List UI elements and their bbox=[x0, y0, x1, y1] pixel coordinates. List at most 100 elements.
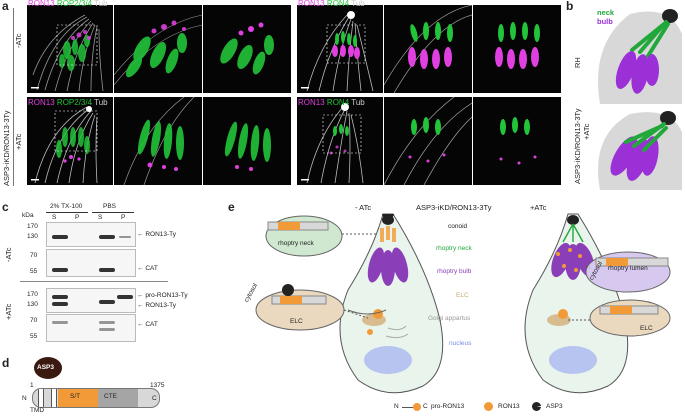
band bbox=[52, 235, 68, 239]
d-n: N bbox=[22, 395, 27, 402]
legend-pro-icon bbox=[402, 407, 416, 408]
channel-labels-right-top: RON13 RON4 Tub bbox=[298, 0, 365, 8]
e-nucleus: nucleus bbox=[449, 340, 472, 347]
c-mw-130b: 130 bbox=[27, 301, 38, 308]
d-end: 1375 bbox=[150, 382, 165, 389]
legend-asp3-label: ASP3 bbox=[546, 403, 563, 410]
micro-a-left-minus-zoom1 bbox=[114, 5, 202, 93]
band bbox=[52, 268, 68, 272]
e-bulb: rhoptry bulb bbox=[437, 268, 472, 275]
channel-tub: Tub bbox=[351, 0, 365, 8]
channel-labels-left-top: RON13 ROP2/3/4 Tub bbox=[28, 0, 108, 8]
c-kda: kDa bbox=[22, 212, 34, 219]
panel-d-letter: d bbox=[2, 356, 10, 370]
band bbox=[99, 328, 115, 331]
d-c: C bbox=[152, 395, 157, 402]
d-st-region bbox=[58, 389, 98, 407]
c-mw-130a: 130 bbox=[27, 233, 38, 240]
band bbox=[52, 295, 68, 299]
c-pbs-header: PBS bbox=[103, 203, 117, 210]
band bbox=[99, 268, 115, 272]
panel-b-letter: b bbox=[566, 0, 574, 13]
d-cte-label: CTE bbox=[104, 393, 117, 400]
micro-a-right-plus-zoom2 bbox=[473, 97, 561, 185]
c-ann-ron13b-text: RON13-Ty bbox=[145, 302, 177, 309]
channel-ron13: RON13 bbox=[28, 0, 55, 8]
panel-e-letter: e bbox=[228, 200, 235, 214]
e-neck: rhoptry neck bbox=[436, 245, 472, 252]
c-mw-170b: 170 bbox=[27, 291, 38, 298]
c-ann-cat2: ← CAT bbox=[137, 321, 158, 328]
band bbox=[99, 235, 115, 239]
d-st-label: S/T bbox=[70, 393, 81, 400]
c-ann-pro-text: pro-RON13-Ty bbox=[145, 292, 188, 299]
e-golgi: Golgi appartus bbox=[428, 315, 471, 322]
c-pbs-rule bbox=[92, 212, 134, 213]
c-ann-ron13: ← RON13-Ty bbox=[137, 231, 177, 238]
c-lane-s1: S bbox=[52, 214, 57, 221]
e-inset-lumen: rhoptry lumen bbox=[608, 265, 648, 272]
micro-a-left-minus-zoom2 bbox=[203, 5, 291, 93]
panel-c-letter: c bbox=[2, 200, 9, 214]
channel-ron13: RON13 bbox=[298, 98, 325, 107]
c-ann-ron13-text: RON13-Ty bbox=[145, 231, 177, 238]
b-rendering-rh bbox=[598, 9, 682, 104]
e-inset-neck: rhoptry neck bbox=[278, 240, 314, 247]
b-label-strain: ASP3-iKD/RON13-3Ty bbox=[573, 108, 582, 184]
c-mw-55b: 55 bbox=[30, 333, 38, 340]
legend-pro-dot bbox=[413, 403, 421, 411]
micro-a-right-minus-zoom2 bbox=[473, 5, 561, 93]
c-lane-s2: S bbox=[98, 214, 103, 221]
c-tx-rule bbox=[46, 212, 88, 213]
e-inset-elc: ELC bbox=[290, 318, 303, 325]
c-mw-70a: 70 bbox=[30, 252, 38, 259]
asp3-label: ASP3 bbox=[37, 364, 54, 371]
band bbox=[119, 236, 131, 238]
c-ann-cat-text: CAT bbox=[145, 265, 158, 272]
e-title: ASP3-iKD/RON13-3Ty bbox=[416, 203, 492, 212]
channel-labels-left-bottom: RON13 ROP2/3/4 Tub bbox=[28, 98, 108, 107]
micro-a-right-minus-zoom1 bbox=[384, 5, 472, 93]
micro-a-left-minus-main bbox=[27, 5, 113, 93]
c-ann-cat2-text: CAT bbox=[145, 321, 158, 328]
band bbox=[117, 295, 133, 299]
d-protein-bar bbox=[32, 388, 160, 408]
legend-pro-label: pro-RON13 bbox=[431, 403, 465, 410]
row-label-minus-atc: -ATc bbox=[14, 33, 23, 48]
channel-labels-right-bottom: RON13 RON4 Tub bbox=[298, 98, 365, 107]
channel-tub: Tub bbox=[94, 98, 108, 107]
c-ann-pro: ← pro-RON13-Ty bbox=[137, 292, 188, 299]
c-lane-p1: P bbox=[75, 214, 80, 221]
band bbox=[99, 300, 115, 304]
blot-ron13-plus bbox=[46, 288, 136, 313]
row-label-plus-atc: +ATc bbox=[14, 133, 23, 150]
e-inset-elc2: ELC bbox=[640, 325, 653, 332]
band bbox=[99, 321, 115, 324]
micro-a-right-minus-main bbox=[297, 5, 383, 93]
channel-rop: ROP2/3/4 bbox=[56, 98, 93, 107]
micro-a-left-plus-main bbox=[27, 97, 113, 185]
legend-n: N bbox=[394, 403, 399, 410]
channel-ron4: RON4 bbox=[326, 0, 350, 8]
d-tmd-box bbox=[38, 389, 44, 407]
c-ann-cat: ← CAT bbox=[137, 265, 158, 272]
e-conoid: conoid bbox=[448, 223, 468, 230]
c-tx-header: 2% TX-100 bbox=[50, 203, 83, 210]
d-cte-region bbox=[98, 389, 138, 407]
channel-ron13: RON13 bbox=[298, 0, 325, 8]
legend-c: C bbox=[423, 403, 428, 410]
e-diagram bbox=[255, 213, 671, 394]
channel-tub: Tub bbox=[94, 0, 108, 8]
c-plus-atc: +ATc bbox=[4, 303, 13, 320]
e-minus-atc: - ATc bbox=[355, 203, 372, 212]
legend-asp3-icon bbox=[532, 402, 541, 411]
c-mw-170a: 170 bbox=[27, 223, 38, 230]
c-divider bbox=[20, 281, 168, 282]
channel-ron13: RON13 bbox=[28, 98, 55, 107]
band bbox=[52, 321, 68, 324]
c-mw-70b: 70 bbox=[30, 317, 38, 324]
micro-a-left-plus-zoom1 bbox=[114, 97, 202, 185]
legend-neck: neck bbox=[597, 8, 615, 17]
c-mw-55a: 55 bbox=[30, 268, 38, 275]
panel-a-letter: a bbox=[2, 0, 9, 13]
